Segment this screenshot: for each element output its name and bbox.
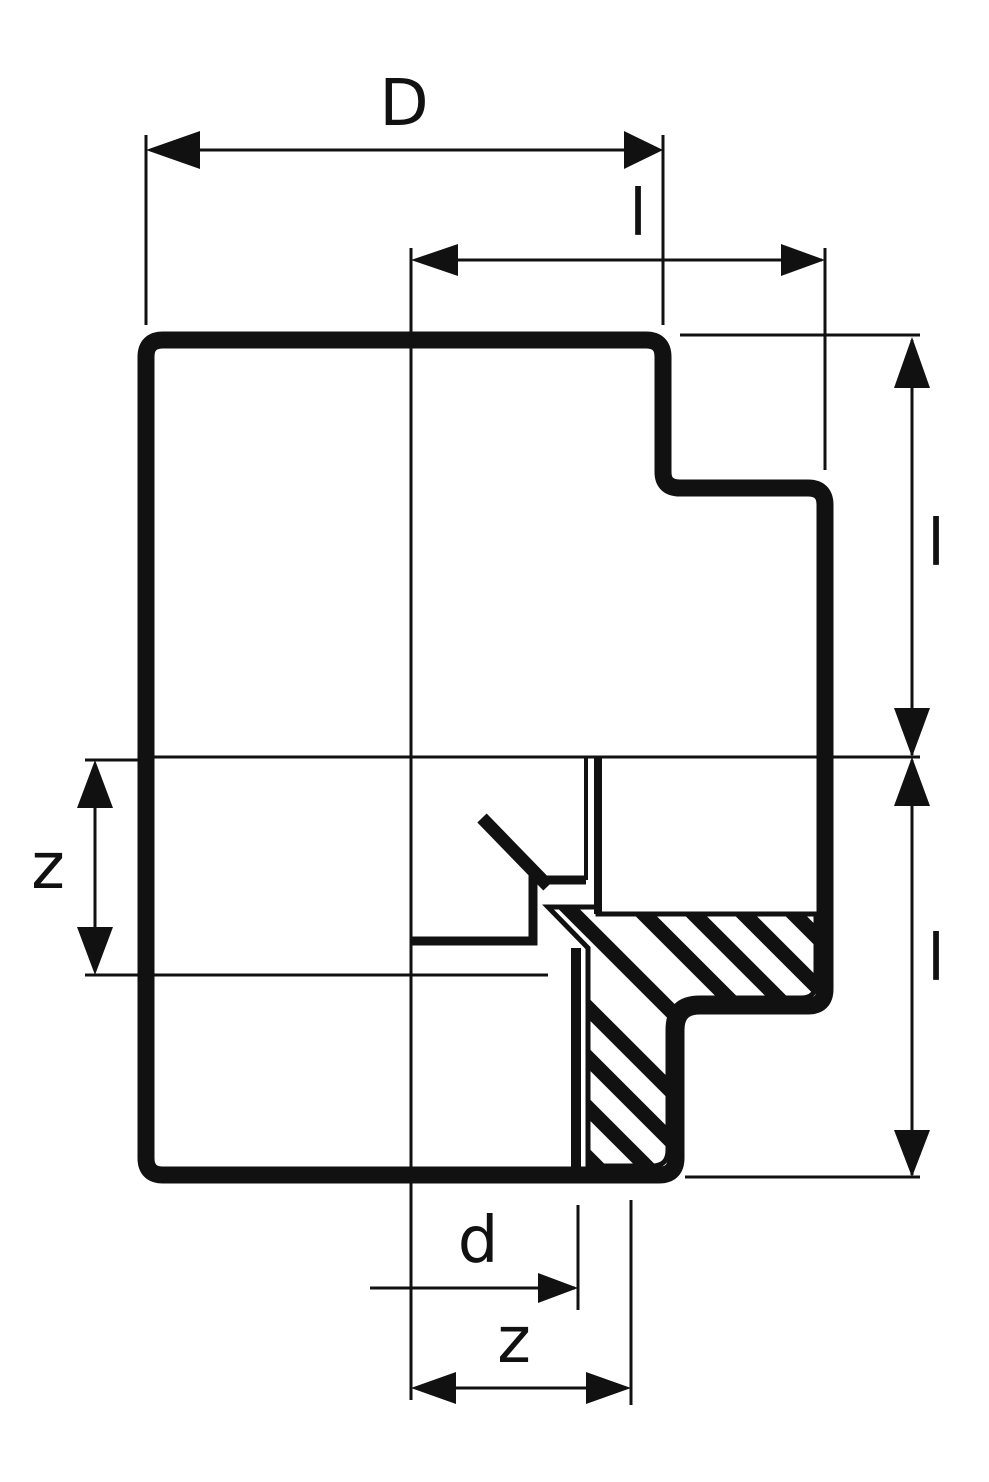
label-z-bottom: z: [497, 1304, 531, 1378]
label-l-right-upper: l: [927, 507, 945, 581]
center-lines: [85, 250, 920, 1400]
tee-outer-outline: [137, 331, 834, 1184]
dimension-d-bottom: d: [370, 1204, 578, 1303]
dimension-l-right-upper: l: [894, 337, 945, 757]
label-D: D: [379, 67, 428, 141]
dimension-z-left: z: [31, 760, 113, 975]
section-cut: [411, 757, 602, 1175]
hatch-region-outline: [542, 904, 819, 1169]
label-l-right-lower: l: [927, 922, 945, 996]
tee-body: [137, 331, 834, 1184]
label-l-top: l: [629, 177, 647, 251]
dimension-z-bottom: z: [411, 1304, 631, 1404]
dimension-l-top: l: [411, 177, 825, 276]
section-cut-line: [477, 813, 553, 891]
label-z-left: z: [31, 830, 65, 904]
dimension-D: D: [146, 67, 663, 169]
extension-lines: [85, 135, 920, 1405]
label-d-bottom: d: [458, 1204, 499, 1278]
main-bore-step: [411, 875, 586, 946]
dimension-l-right-lower: l: [894, 757, 945, 1177]
